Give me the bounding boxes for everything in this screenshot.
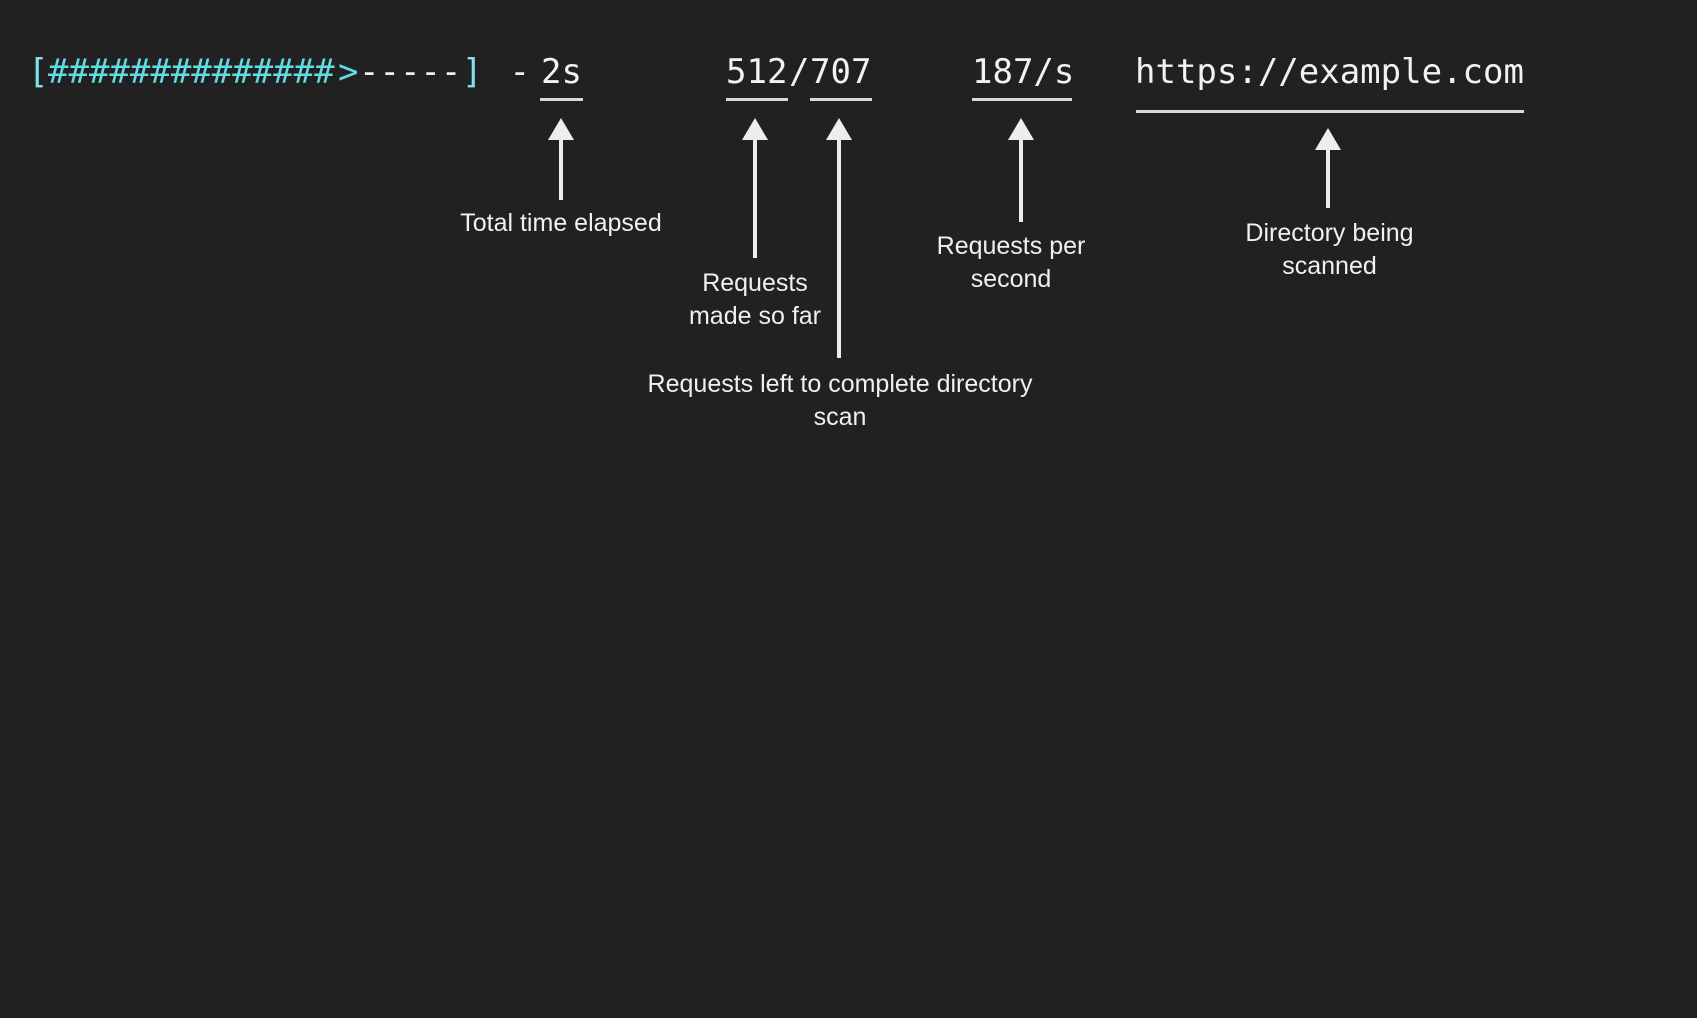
- label-directory-being-scanned-line1: Directory being: [1245, 219, 1414, 247]
- progress-bar-head: >: [338, 52, 359, 92]
- underline-rate: [972, 98, 1072, 101]
- underline-elapsed: [540, 98, 583, 101]
- label-total-time-elapsed-line1: Total time elapsed: [460, 209, 662, 237]
- arrow-requests-left-icon: [826, 118, 852, 358]
- arrow-rate-icon: [1008, 118, 1034, 222]
- label-requests-left-line1: Requests left to complete directory: [647, 370, 1033, 398]
- arrow-requests-made-icon: [742, 118, 768, 258]
- label-requests-left-line2: scan: [813, 403, 867, 431]
- terminal-progress-annotation-figure: [ ############## > ----- ] - 2s 512 / 70…: [0, 42, 1697, 434]
- progress-open-bracket: [: [28, 52, 49, 92]
- progress-bar-filled: ##############: [48, 52, 335, 92]
- target-url-value: https://example.com: [1135, 52, 1524, 92]
- label-requests-made-so-far: Requests made so far: [645, 267, 865, 333]
- label-directory-being-scanned-line2: scanned: [1282, 252, 1377, 280]
- label-requests-per-second-line2: second: [970, 265, 1052, 293]
- label-requests-per-second-line1: Requests per: [936, 232, 1086, 260]
- label-requests-per-second: Requests per second: [916, 230, 1106, 296]
- underline-requests-done: [726, 98, 788, 101]
- requests-done-value: 512: [726, 52, 788, 92]
- progress-separator: -: [489, 52, 551, 92]
- label-requests-made-so-far-line2: made so far: [688, 302, 821, 330]
- requests-divider: /: [789, 52, 810, 92]
- label-requests-made-so-far-line1: Requests: [702, 269, 808, 297]
- elapsed-time-value: 2s: [541, 52, 582, 92]
- arrow-directory-icon: [1315, 128, 1341, 208]
- underline-target-url: [1136, 110, 1524, 113]
- request-rate-value: 187/s: [972, 52, 1075, 92]
- progress-bar-remaining: -----: [359, 52, 462, 92]
- arrow-elapsed-icon: [548, 118, 574, 200]
- underline-requests-total: [810, 98, 872, 101]
- label-directory-being-scanned: Directory being scanned: [1222, 217, 1437, 283]
- requests-total-value: 707: [810, 52, 872, 92]
- label-requests-left: Requests left to complete directory scan: [600, 368, 1080, 434]
- progress-status-line: [ ############## > ----- ] - 2s 512 / 70…: [0, 42, 1697, 102]
- progress-close-bracket: ]: [462, 52, 483, 92]
- label-total-time-elapsed: Total time elapsed: [393, 207, 729, 240]
